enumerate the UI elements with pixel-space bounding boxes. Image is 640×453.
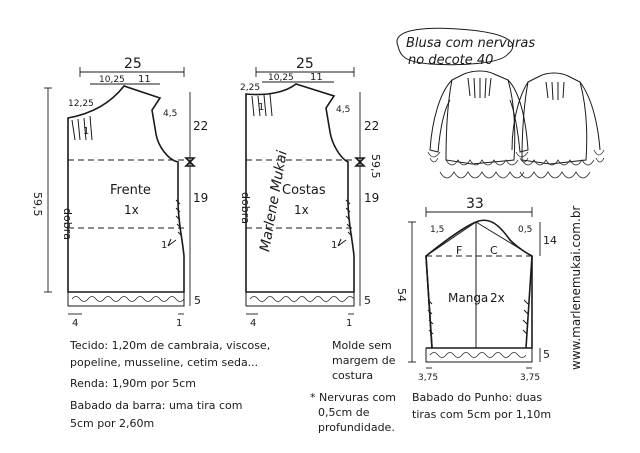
- note-fabric-line-1: Tecido: 1,20m de cambraia, viscose,: [69, 339, 270, 352]
- back-neck-width-label: 10,25: [268, 73, 294, 83]
- sleeve-width-label: 33: [466, 196, 484, 212]
- sleeve-qty-label: 2x: [490, 291, 505, 305]
- note-pleats-line-2: 0,5cm de: [318, 406, 370, 419]
- back-pattern-piece: 25 10,25 11 2,25 4,5 22 19 59,5 dobra Co…: [239, 56, 382, 329]
- note-cuff-ruffle-line-2: tiras com 5cm por 1,10m: [412, 408, 551, 421]
- sleeve-pattern-piece: 33 1,5 0,5 14 54 F C Manga 2x 5 3,75 3,7…: [395, 196, 557, 383]
- sleeve-cap-height-label: 14: [543, 234, 557, 247]
- front-pleat-mark: 1: [83, 126, 89, 137]
- front-neck-pleats: [71, 115, 93, 141]
- note-fabric-line-2: popeline, musseline, cetim seda...: [70, 356, 258, 369]
- website-url: www.marlenemukai.com.br: [569, 206, 583, 370]
- front-qty-label: 1x: [124, 203, 139, 217]
- front-side-label: 19: [193, 191, 208, 205]
- back-shoulder-drop-label: 4,5: [336, 105, 350, 115]
- sleeve-right-inset-label: 3,75: [520, 373, 540, 383]
- note-pleats-line-3: profundidade.: [318, 421, 395, 434]
- back-neck-pleats: [251, 93, 273, 117]
- sleeve-cap-right-label: 0,5: [518, 225, 532, 235]
- sleeve-cuff-label: 5: [543, 348, 550, 361]
- front-shoulder-label: 11: [138, 74, 151, 85]
- note-mold-line-1: Molde sem: [332, 339, 392, 352]
- note-hem-ruffle-line-2: 5cm por 2,60m: [70, 417, 154, 430]
- front-name-label: Frente: [110, 183, 151, 198]
- front-hem-label: 5: [194, 294, 201, 307]
- sleeve-left-inset-label: 3,75: [418, 373, 438, 383]
- note-hem-ruffle-line-1: Babado da barra: uma tira com: [70, 399, 243, 412]
- front-side-mark: 1: [161, 240, 167, 251]
- note-mold-line-2: margem de: [332, 354, 396, 367]
- title-line-2: no decote 40: [408, 53, 493, 68]
- front-neck-drop-label: 12,25: [68, 99, 94, 109]
- back-outline: [245, 83, 355, 293]
- back-width-label: 25: [296, 56, 314, 72]
- title-block: Blusa com nervuras no decote 40: [396, 27, 535, 68]
- note-lace: Renda: 1,90m por 5cm: [70, 377, 196, 390]
- back-fold-label: dobra: [239, 192, 252, 224]
- back-armhole-label: 22: [364, 119, 379, 133]
- sleeve-outline: [425, 219, 533, 349]
- sleeve-length-label: 54: [395, 288, 408, 302]
- front-neck-width-label: 10,25: [99, 75, 125, 85]
- sleeve-cuff-band: [425, 347, 533, 363]
- note-cuff-ruffle-line-1: Babado do Punho: duas: [412, 391, 542, 404]
- back-shoulder-label: 11: [310, 72, 323, 83]
- front-width-label: 25: [124, 56, 142, 72]
- back-hem-label: 5: [364, 294, 371, 307]
- front-pattern-piece: 25 10,25 11 12,25 4,5 22 19 59,5 dobra F…: [31, 56, 208, 329]
- back-hem-right-label: 1: [346, 318, 352, 329]
- front-shoulder-drop-label: 4,5: [163, 109, 177, 119]
- sleeve-front-mark: F: [456, 244, 462, 257]
- back-pleat-mark: 1: [258, 102, 264, 113]
- back-neck-drop-label: 2,25: [240, 83, 260, 93]
- back-length-label: 59,5: [369, 154, 382, 179]
- front-outline: [67, 85, 185, 293]
- back-name-label: Costas: [282, 183, 326, 198]
- blouse-sketch: [427, 70, 605, 179]
- note-mold-line-3: costura: [332, 369, 373, 382]
- back-side-label: 19: [364, 191, 379, 205]
- note-pleats-line-1: * Nervuras com: [310, 391, 396, 404]
- notes-block: Tecido: 1,20m de cambraia, viscose, pope…: [69, 339, 551, 434]
- back-qty-label: 1x: [294, 203, 309, 217]
- back-hem-left-label: 4: [250, 318, 256, 329]
- front-hem-right-label: 1: [176, 318, 182, 329]
- front-hem-left-label: 4: [72, 318, 78, 329]
- front-lace-band: [67, 291, 185, 307]
- front-fold-label: dobra: [61, 208, 74, 240]
- designer-signature: Marlene Mukai: [257, 149, 291, 253]
- front-length-label: 59,5: [31, 192, 44, 217]
- sleeve-back-mark: C: [490, 244, 498, 257]
- sleeve-name-label: Manga: [448, 291, 488, 305]
- back-side-mark: 1: [331, 240, 337, 251]
- title-line-1: Blusa com nervuras: [406, 36, 535, 51]
- sleeve-cap-left-label: 1,5: [430, 225, 444, 235]
- front-armhole-label: 22: [193, 119, 208, 133]
